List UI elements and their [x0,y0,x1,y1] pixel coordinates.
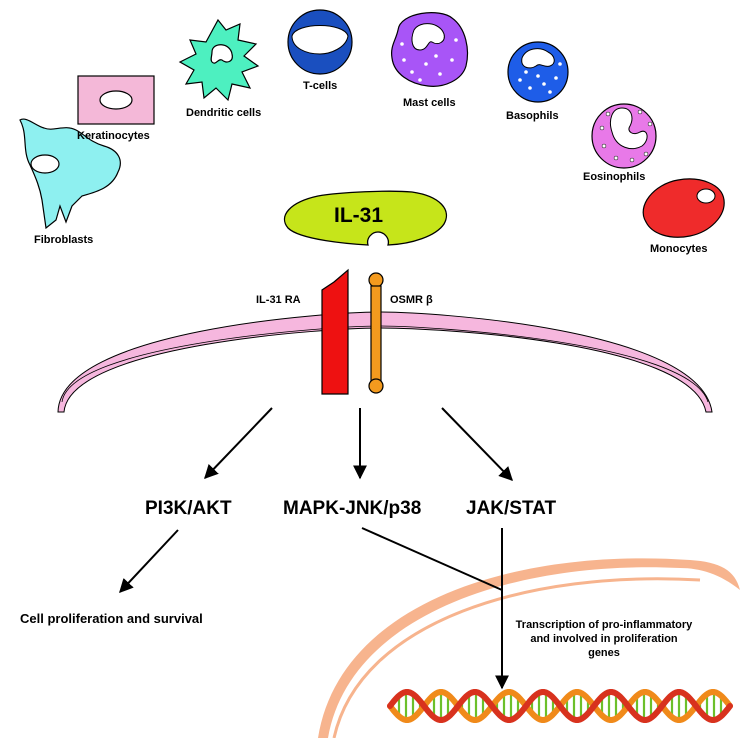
basophil-cell [507,41,569,103]
dendritic-cell [178,18,260,102]
mapk-jnk-p38-label: MAPK-JNK/p38 [283,498,421,519]
cell-membrane [57,311,713,413]
fibroblast-cell [19,118,121,230]
mast-cells-label: Mast cells [403,97,456,109]
il31-ra-label: IL-31 RA [256,294,301,306]
fibroblasts-label: Fibroblasts [34,234,93,246]
dendritic-cells-label: Dendritic cells [186,107,261,119]
mast-cell [391,12,469,87]
t-cell [287,9,353,75]
t-cells-label: T-cells [303,80,337,92]
pi3k-akt-label: PI3K/AKT [145,498,232,519]
dna-strand-red [387,689,733,723]
eosinophil-cell [591,103,657,169]
osmr-beta-receptor [368,272,384,394]
monocyte-cell [642,178,725,238]
eosinophils-label: Eosinophils [583,171,645,183]
il31-ra-receptor [321,268,349,395]
keratinocytes-label: Keratinocytes [77,130,150,142]
il31-label: IL-31 [334,204,383,227]
cell-survival-label: Cell proliferation and survival [20,611,203,626]
monocytes-label: Monocytes [650,243,707,255]
keratinocyte-cell [77,75,155,125]
signaling-arrows [119,407,513,690]
nucleus-envelope [318,558,740,738]
il31-ligand [283,190,447,246]
osmr-beta-label: OSMR β [390,294,433,306]
transcription-line-1: Transcription of pro-inflammatory [516,619,694,631]
transcription-line-3: genes [588,647,620,659]
transcription-line-2: and involved in proliferation [530,633,678,645]
dna-helix [387,689,733,723]
basophils-label: Basophils [506,110,559,122]
jak-stat-label: JAK/STAT [466,498,556,519]
